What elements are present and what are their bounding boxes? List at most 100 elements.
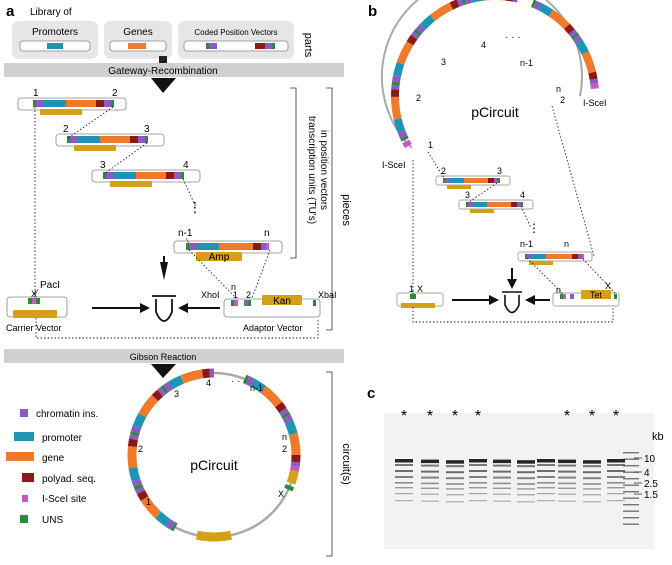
gel-band xyxy=(537,493,555,495)
gel-band xyxy=(395,476,413,478)
resistance-marker xyxy=(40,109,82,115)
circuit-a-segment-chromatin xyxy=(131,478,143,488)
right-arrow-a xyxy=(140,303,150,313)
circuit-a-segment-promoter xyxy=(168,375,184,390)
lane-star: * xyxy=(401,408,407,425)
circuit-a-segment-gene xyxy=(138,394,159,418)
gel-band xyxy=(446,460,464,464)
size-label: 4 xyxy=(644,468,650,479)
parts-row: Promoters Genes Coded Position Vectors xyxy=(12,21,294,59)
gel-band xyxy=(469,487,487,489)
circuit-a-segment-polyad xyxy=(136,490,149,501)
circuit-b-segment-polyad xyxy=(449,0,460,10)
circuit-b-segment-uns xyxy=(571,32,580,40)
gel-band xyxy=(493,470,511,473)
size-label: 1.5 xyxy=(644,490,658,501)
circuit-a-segment-polyad xyxy=(127,438,138,447)
legend-label-isceI: I-SceI site xyxy=(42,494,87,505)
gel-band xyxy=(446,483,464,485)
gel-band xyxy=(537,500,555,502)
gel-band xyxy=(421,464,439,467)
tu-2-3: 2 3 xyxy=(55,124,165,151)
gel-band xyxy=(583,501,601,503)
circuit-b-segment-promoter xyxy=(538,3,554,17)
circuit-b-segment-chromatin xyxy=(464,0,472,5)
gel-band xyxy=(558,500,576,502)
gel-band xyxy=(537,487,555,489)
gel-band xyxy=(558,464,576,467)
gel-band xyxy=(537,470,555,472)
pv-uns-2 xyxy=(272,43,275,49)
gateway-stub xyxy=(159,56,167,63)
lane-star: * xyxy=(613,408,619,425)
amp-marker xyxy=(196,252,242,261)
gel-band xyxy=(493,500,511,502)
circuit-a-segment-promoter xyxy=(155,511,171,527)
circuit-a-segment-chromatin xyxy=(245,375,255,387)
panel-a-label: a xyxy=(6,3,15,20)
gel-band xyxy=(446,465,464,468)
circuit-a-segment-polyad xyxy=(201,368,210,379)
circuit-b-segment-uns xyxy=(461,0,467,6)
circuit-a-segment-chromatin xyxy=(129,434,139,441)
down-arrow-b xyxy=(507,279,517,289)
dotted-guides-a xyxy=(34,106,319,339)
ladder-band xyxy=(623,478,639,480)
circuit-a-segment-chromatin xyxy=(163,381,173,393)
gel-band xyxy=(607,487,625,489)
lane-star: * xyxy=(475,408,481,425)
circuit-label-n-1: n-1 xyxy=(250,383,263,393)
lane-star: * xyxy=(427,408,433,425)
circuit-a-segment-chromatin xyxy=(282,414,294,424)
legend-swatch-uns xyxy=(20,515,28,523)
gel-band xyxy=(537,459,555,463)
gel-band xyxy=(517,460,535,464)
gel-band xyxy=(421,470,439,473)
adaptor-n: n xyxy=(231,282,236,292)
b-piece-2-3: 2 3 xyxy=(435,166,511,189)
arc-label-n-1: n-1 xyxy=(520,58,533,68)
gel-band xyxy=(517,477,535,480)
legend-swatch-polyad xyxy=(22,473,34,482)
circuit-b-segment-promoter xyxy=(393,62,405,78)
circuit-side-label: circuit(s) xyxy=(340,443,352,485)
gel-band xyxy=(517,494,535,496)
circuit-b-segment-polyad xyxy=(564,23,575,35)
circuit-a-segment-chromatin xyxy=(157,386,167,397)
circuit-a-segment-gene xyxy=(127,445,138,469)
circuit-a-segment-uns xyxy=(160,385,169,394)
xhoI-label: XhoI xyxy=(201,290,220,300)
carrier-vector-label: Carrier Vector xyxy=(6,323,62,333)
reaction-tube-b xyxy=(502,291,522,314)
b-tet-x: X xyxy=(605,281,611,291)
circuit-label-2: 2 xyxy=(138,444,143,454)
tu-bracket xyxy=(290,87,297,259)
tu-number: n-1 xyxy=(178,228,193,239)
tu-number: 3 xyxy=(144,124,150,135)
circuit-b-segment-uns xyxy=(530,0,537,9)
tu-n-1-n: Amp n-1 n xyxy=(173,228,283,263)
gel-band xyxy=(395,487,413,489)
gel-band xyxy=(583,477,601,480)
pv-chromatin xyxy=(209,43,217,49)
panel-b-label: b xyxy=(368,3,377,20)
arc-label-2b: 2 xyxy=(560,95,565,105)
tu-number: 2 xyxy=(63,124,69,135)
b-carrier-x: X xyxy=(417,284,423,294)
circuit-a-segment-uns xyxy=(281,411,291,419)
circuit-b-segment-uns xyxy=(413,28,422,37)
gel-band xyxy=(469,493,487,495)
parts-side-label: parts xyxy=(302,33,314,58)
gel-stars: * * * * * * * xyxy=(401,408,619,425)
legend-label-gene: gene xyxy=(42,453,65,464)
circuit-b-segment-chromatin xyxy=(589,78,599,84)
tu-label-2: in position vectors xyxy=(318,130,329,210)
circuit-b-segment-chromatin xyxy=(410,31,420,40)
left-arrow-b xyxy=(525,295,535,305)
circuit-b-segment-chromatin xyxy=(392,75,401,83)
gel-band xyxy=(517,488,535,490)
b-ellipsis: ⋮ xyxy=(528,221,540,235)
legend-label-uns: UNS xyxy=(42,515,63,526)
circuit-b-segment-polyad xyxy=(406,34,418,46)
size-label: 2.5 xyxy=(644,479,658,490)
